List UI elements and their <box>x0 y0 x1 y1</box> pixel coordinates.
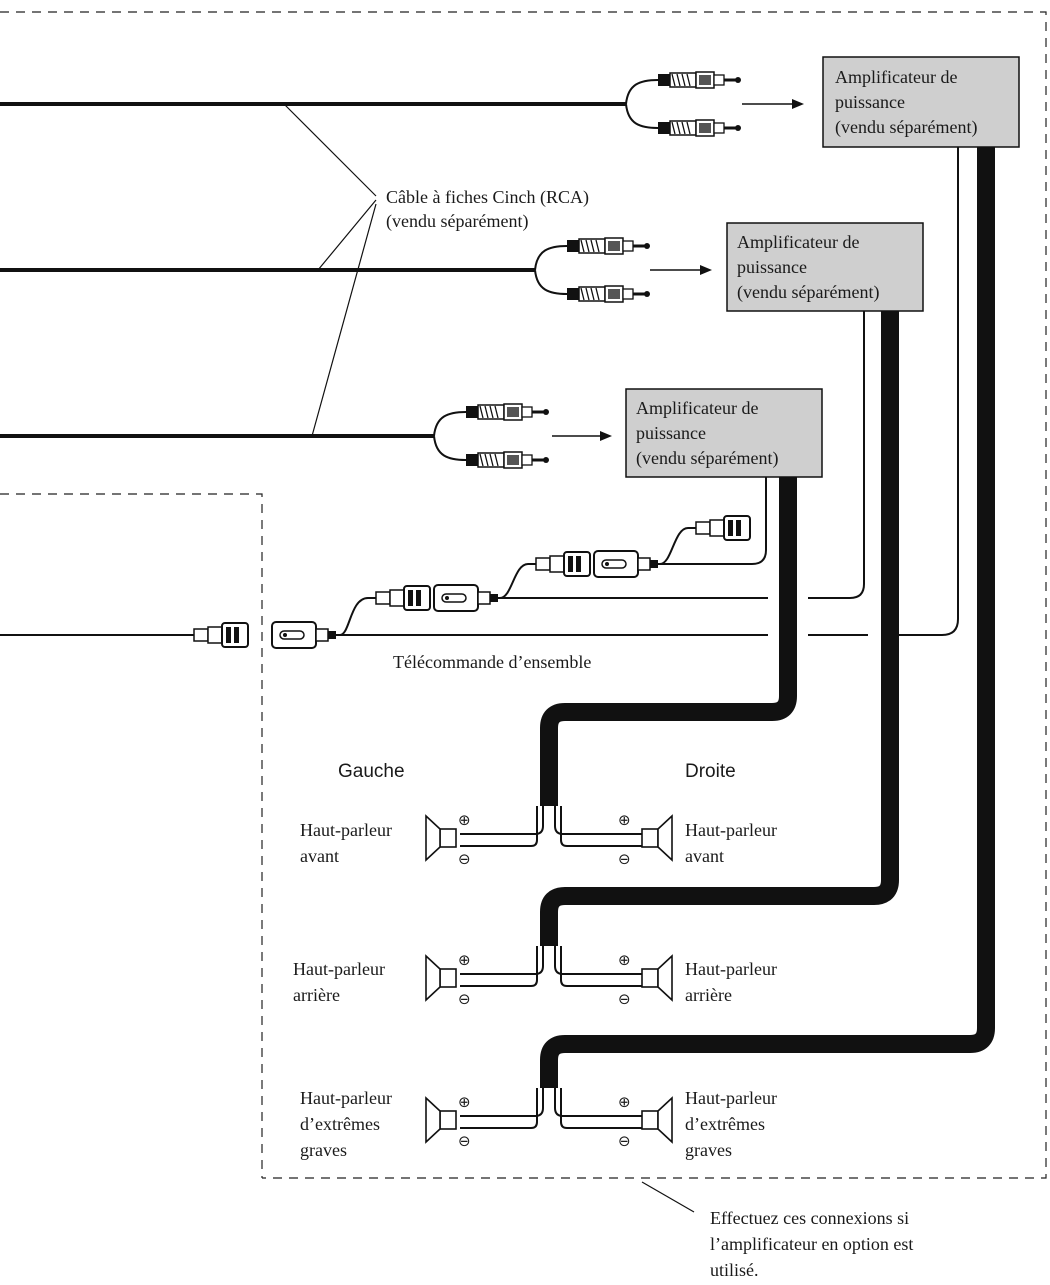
remote-connector-female-icon <box>271 621 343 649</box>
svg-text:d’extrêmes: d’extrêmes <box>685 1114 765 1134</box>
rca-label-pointer <box>283 103 377 437</box>
remote-connector-male-icon <box>367 585 431 611</box>
svg-text:arrière: arrière <box>293 985 340 1005</box>
remote-wire-link3 <box>659 527 689 565</box>
svg-text:graves: graves <box>300 1140 347 1160</box>
svg-text:avant: avant <box>685 846 724 866</box>
rca-plug-icon <box>464 450 551 470</box>
svg-text:Haut-parleur: Haut-parleur <box>300 1088 392 1108</box>
svg-text:graves: graves <box>685 1140 732 1160</box>
svg-text:Haut-parleur: Haut-parleur <box>300 820 392 840</box>
plus-icon: ⊕ <box>618 1093 631 1111</box>
svg-text:puissance: puissance <box>835 92 905 112</box>
remote-wire-amp1 <box>890 147 959 636</box>
rca-split-2 <box>534 245 568 295</box>
sub-right-wires <box>554 1088 642 1129</box>
sub-right-speaker-icon <box>641 1097 673 1143</box>
sub-left-wires <box>460 1088 544 1129</box>
polarity-marks: ⊕ ⊖ ⊕ ⊖ ⊕ ⊖ ⊕ ⊖ ⊕ ⊖ ⊕ ⊖ <box>458 811 631 1150</box>
remote-connector-male-icon <box>185 622 249 648</box>
optional-amplifier-note: Effectuez ces connexions si l’amplificat… <box>710 1208 913 1280</box>
plus-icon: ⊕ <box>458 951 471 969</box>
svg-text:Amplificateur de: Amplificateur de <box>737 232 859 252</box>
amplifier-box-3: Amplificateur de puissance (vendu séparé… <box>625 388 823 478</box>
plus-icon: ⊕ <box>618 951 631 969</box>
remote-connector-female-icon <box>593 550 665 578</box>
minus-icon: ⊖ <box>458 1132 471 1150</box>
remote-wire-link1 <box>339 597 369 636</box>
left-side-label: Gauche <box>338 761 405 782</box>
svg-text:puissance: puissance <box>636 423 706 443</box>
plus-icon: ⊕ <box>458 1093 471 1111</box>
rca-plug-icon <box>656 118 743 138</box>
rear-left-speaker-icon <box>425 955 457 1001</box>
svg-text:arrière: arrière <box>685 985 732 1005</box>
remote-connector-male-icon <box>527 551 591 577</box>
svg-text:avant: avant <box>300 846 339 866</box>
right-side-label: Droite <box>685 761 736 782</box>
rca-plug-icon <box>565 236 652 256</box>
sub-left-speaker-label: Haut-parleur d’extrêmes graves <box>300 1088 392 1160</box>
rear-right-wires <box>554 946 642 987</box>
minus-icon: ⊖ <box>618 990 631 1008</box>
svg-text:(vendu séparément): (vendu séparément) <box>737 282 879 303</box>
amplifier-box-2: Amplificateur de puissance (vendu séparé… <box>726 222 924 312</box>
minus-icon: ⊖ <box>618 1132 631 1150</box>
remote-wire-amp2 <box>500 311 865 599</box>
minus-icon: ⊖ <box>618 850 631 868</box>
remote-label: Télécommande d’ensemble <box>393 652 591 672</box>
svg-text:(vendu séparément): (vendu séparément) <box>636 448 778 469</box>
svg-text:Haut-parleur: Haut-parleur <box>685 959 777 979</box>
remote-connector-female-icon <box>433 584 505 612</box>
rear-right-speaker-label: Haut-parleur arrière <box>685 959 777 1005</box>
rca-plug-icon <box>565 284 652 304</box>
rca-plug-icon <box>464 402 551 422</box>
svg-text:Haut-parleur: Haut-parleur <box>685 820 777 840</box>
svg-text:(vendu séparément): (vendu séparément) <box>386 211 528 232</box>
rca-cable-label: Câble à fiches Cinch (RCA) (vendu séparé… <box>386 187 589 232</box>
arrow-icon <box>650 265 712 275</box>
plus-icon: ⊕ <box>458 811 471 829</box>
sub-left-speaker-icon <box>425 1097 457 1143</box>
svg-text:(vendu séparément): (vendu séparément) <box>835 117 977 138</box>
front-left-speaker-label: Haut-parleur avant <box>300 820 392 866</box>
inner-dashed-boundary <box>0 493 263 1178</box>
svg-text:Câble à fiches Cinch (RCA): Câble à fiches Cinch (RCA) <box>386 187 589 208</box>
remote-wire-amp3 <box>660 477 767 565</box>
front-left-wires <box>460 806 544 847</box>
front-right-wires <box>554 806 642 847</box>
svg-text:Haut-parleur: Haut-parleur <box>685 1088 777 1108</box>
svg-text:Amplificateur de: Amplificateur de <box>835 67 957 87</box>
front-right-speaker-label: Haut-parleur avant <box>685 820 777 866</box>
arrow-icon <box>552 431 612 441</box>
front-right-speaker-icon <box>641 815 673 861</box>
svg-text:d’extrêmes: d’extrêmes <box>300 1114 380 1134</box>
front-left-speaker-icon <box>425 815 457 861</box>
rca-split-3 <box>433 411 467 461</box>
svg-text:puissance: puissance <box>737 257 807 277</box>
speaker-bundle-rear <box>540 311 899 946</box>
remote-connector-male-icon <box>687 515 751 541</box>
svg-text:utilisé.: utilisé. <box>710 1260 759 1280</box>
rear-right-speaker-icon <box>641 955 673 1001</box>
rca-split-1 <box>625 79 659 129</box>
remote-wire-link2 <box>499 563 529 599</box>
plus-icon: ⊕ <box>618 811 631 829</box>
rear-left-speaker-label: Haut-parleur arrière <box>293 959 385 1005</box>
svg-text:Amplificateur de: Amplificateur de <box>636 398 758 418</box>
rca-plug-icon <box>656 70 743 90</box>
minus-icon: ⊖ <box>458 990 471 1008</box>
svg-text:Haut-parleur: Haut-parleur <box>293 959 385 979</box>
amplifier-box-1: Amplificateur de puissance (vendu séparé… <box>822 56 1020 148</box>
svg-text:Effectuez ces connexions si: Effectuez ces connexions si <box>710 1208 909 1228</box>
speaker-bundle-sub <box>540 147 995 1088</box>
svg-text:l’amplificateur en option est: l’amplificateur en option est <box>710 1234 913 1254</box>
note-pointer <box>641 1181 695 1213</box>
minus-icon: ⊖ <box>458 850 471 868</box>
rear-left-wires <box>460 946 544 987</box>
sub-right-speaker-label: Haut-parleur d’extrêmes graves <box>685 1088 777 1160</box>
arrow-icon <box>742 99 804 109</box>
speaker-bundle-front <box>540 477 797 806</box>
